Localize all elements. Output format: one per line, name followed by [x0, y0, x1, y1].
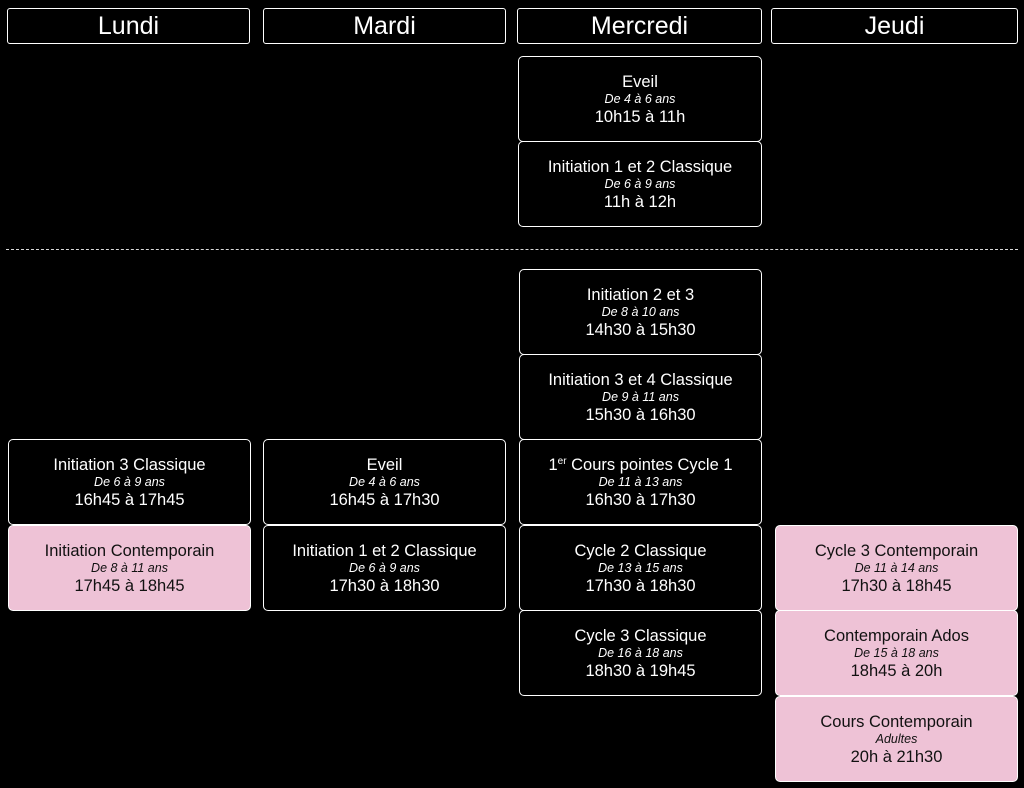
course-age: De 15 à 18 ans [854, 646, 939, 660]
course-age: De 8 à 11 ans [91, 561, 168, 575]
course-card: Initiation 2 et 3 De 8 à 10 ans 14h30 à … [519, 269, 762, 355]
course-card: Cycle 3 Classique De 16 à 18 ans 18h30 à… [519, 610, 762, 696]
course-title: Cycle 2 Classique [574, 542, 707, 560]
course-card: Cycle 2 Classique De 13 à 15 ans 17h30 à… [519, 525, 762, 611]
morning-afternoon-divider [6, 249, 1018, 250]
course-title: Eveil [622, 73, 658, 91]
course-time: 15h30 à 16h30 [585, 406, 696, 424]
course-age: Adultes [875, 732, 918, 746]
course-age: De 16 à 18 ans [598, 646, 683, 660]
course-title: Initiation 3 et 4 Classique [548, 371, 733, 389]
course-age: De 11 à 13 ans [598, 475, 683, 489]
course-time: 20h à 21h30 [850, 748, 943, 766]
course-title: Initiation Contemporain [44, 542, 215, 560]
day-header-mardi: Mardi [263, 8, 506, 44]
course-title: Cycle 3 Contemporain [814, 542, 979, 560]
course-time: 18h30 à 19h45 [585, 662, 696, 680]
course-time: 16h45 à 17h30 [329, 491, 440, 509]
course-age: De 8 à 10 ans [601, 305, 680, 319]
course-title: Initiation 1 et 2 Classique [547, 158, 733, 176]
course-card-contemporain: Contemporain Ados De 15 à 18 ans 18h45 à… [775, 610, 1018, 696]
course-card: Initiation 1 et 2 Classique De 6 à 9 ans… [263, 525, 506, 611]
course-card: Initiation 1 et 2 Classique De 6 à 9 ans… [518, 141, 762, 227]
course-time: 16h45 à 17h45 [74, 491, 185, 509]
course-title: Cours Contemporain [820, 713, 973, 731]
course-card: 1er Cours pointes Cycle 1 De 11 à 13 ans… [519, 439, 762, 525]
course-age: De 11 à 14 ans [854, 561, 939, 575]
course-title: Initiation 1 et 2 Classique [292, 542, 477, 560]
course-card: Initiation 3 Classique De 6 à 9 ans 16h4… [8, 439, 251, 525]
course-time: 17h45 à 18h45 [74, 577, 185, 595]
course-time: 17h30 à 18h45 [841, 577, 952, 595]
course-title: Initiation 2 et 3 [586, 286, 695, 304]
course-time: 11h à 12h [603, 193, 677, 211]
day-header-lundi: Lundi [7, 8, 250, 44]
course-time: 17h30 à 18h30 [585, 577, 696, 595]
course-age: De 6 à 9 ans [94, 475, 165, 489]
course-card: Eveil De 4 à 6 ans 10h15 à 11h [518, 56, 762, 142]
course-age: De 4 à 6 ans [604, 92, 676, 106]
day-header-mercredi: Mercredi [517, 8, 762, 44]
course-age: De 6 à 9 ans [349, 561, 420, 575]
course-age: De 6 à 9 ans [604, 177, 676, 191]
course-title: Contemporain Ados [824, 627, 969, 645]
course-age: De 9 à 11 ans [602, 390, 679, 404]
course-age: De 13 à 15 ans [598, 561, 683, 575]
course-title: Initiation 3 Classique [53, 456, 206, 474]
course-card: Initiation 3 et 4 Classique De 9 à 11 an… [519, 354, 762, 440]
course-time: 18h45 à 20h [850, 662, 943, 680]
course-age: De 4 à 6 ans [349, 475, 420, 489]
course-time: 16h30 à 17h30 [585, 491, 696, 509]
course-time: 14h30 à 15h30 [585, 321, 696, 339]
course-time: 10h15 à 11h [594, 108, 686, 126]
course-card-contemporain: Cours Contemporain Adultes 20h à 21h30 [775, 696, 1018, 782]
course-title-rest: Cours pointes Cycle 1 [566, 456, 733, 474]
course-card: Eveil De 4 à 6 ans 16h45 à 17h30 [263, 439, 506, 525]
course-title: Cycle 3 Classique [574, 627, 707, 645]
course-title-sup: er [557, 456, 567, 467]
course-title: 1er Cours pointes Cycle 1 [548, 455, 732, 475]
course-card-contemporain: Initiation Contemporain De 8 à 11 ans 17… [8, 525, 251, 611]
course-title-prefix: 1 [548, 456, 558, 474]
course-title: Eveil [366, 456, 403, 474]
course-time: 17h30 à 18h30 [329, 577, 440, 595]
day-header-jeudi: Jeudi [771, 8, 1018, 44]
course-card-contemporain: Cycle 3 Contemporain De 11 à 14 ans 17h3… [775, 525, 1018, 611]
